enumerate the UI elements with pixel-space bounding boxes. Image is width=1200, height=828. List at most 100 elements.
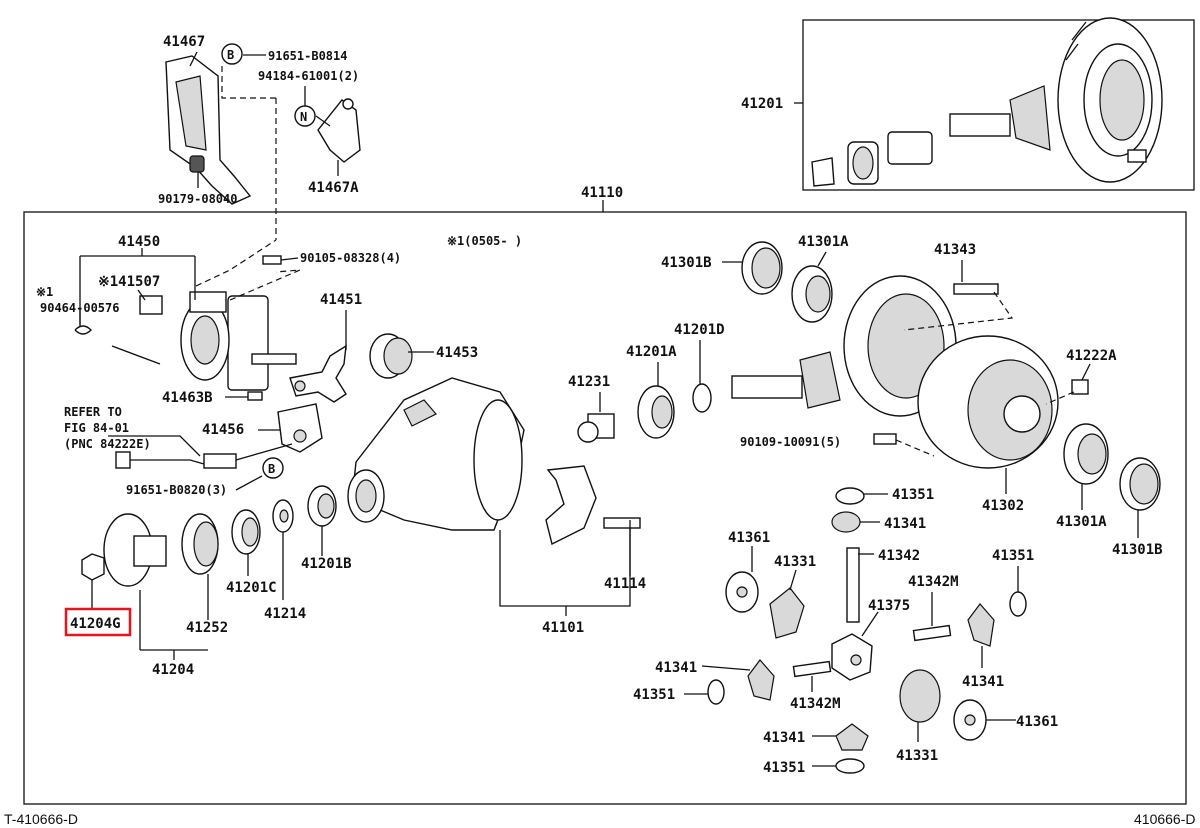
label-41101[interactable]: 41101	[542, 620, 584, 636]
label-41201c[interactable]: 41201C	[226, 580, 277, 596]
side-gear-41341-bottom[interactable]	[835, 723, 869, 751]
shaft-41342[interactable]	[846, 547, 860, 623]
washer-41351-bottom[interactable]	[835, 758, 865, 774]
label-41341-a[interactable]: 41341	[884, 516, 926, 532]
bearing-41301a-bottom[interactable]	[1063, 423, 1109, 485]
bolt-90105-08328[interactable]	[262, 255, 282, 265]
bearing-41201c[interactable]	[231, 509, 261, 555]
bearing-41301a-top[interactable]	[791, 265, 833, 323]
washer-41201d[interactable]	[692, 383, 712, 413]
spacer-41214[interactable]	[272, 499, 294, 533]
bearing-cap-41114[interactable]	[545, 465, 641, 546]
label-91651-b0814[interactable]: 91651-B0814	[268, 49, 347, 63]
label-41231[interactable]: 41231	[568, 374, 610, 390]
label-41361-a[interactable]: 41361	[728, 530, 770, 546]
label-41467a[interactable]: 41467A	[308, 180, 359, 196]
label-41351-d[interactable]: 41351	[763, 760, 805, 776]
label-41343[interactable]: 41343	[934, 242, 976, 258]
label-41463b[interactable]: 41463B	[162, 390, 213, 406]
svg-text:B: B	[268, 462, 275, 476]
label-91651-b0820[interactable]: 91651-B0820(3)	[126, 483, 227, 497]
pin-41342m-lower[interactable]	[792, 660, 832, 678]
label-41331-a[interactable]: 41331	[774, 554, 816, 570]
carrier-41101[interactable]	[347, 377, 525, 531]
label-41351-c[interactable]: 41351	[633, 687, 675, 703]
label-41201b[interactable]: 41201B	[301, 556, 352, 572]
label-41301a-bottom[interactable]: 41301A	[1056, 514, 1107, 530]
label-41375[interactable]: 41375	[868, 598, 910, 614]
washer-41351-top[interactable]	[835, 487, 865, 505]
label-41222a[interactable]: 41222A	[1066, 348, 1117, 364]
bearing-41201b[interactable]	[307, 485, 337, 527]
side-gear-41341-left[interactable]	[747, 659, 775, 701]
side-gear-41341-top[interactable]	[831, 511, 861, 533]
label-90179-08040[interactable]: 90179-08040	[158, 192, 237, 206]
label-41201a[interactable]: 41201A	[626, 344, 677, 360]
nut-41204g[interactable]	[81, 553, 105, 581]
label-41301b-top[interactable]: 41301B	[661, 255, 712, 271]
label-41331-b[interactable]: 41331	[896, 748, 938, 764]
washer-41361-left[interactable]	[725, 571, 759, 613]
bolt-41222a[interactable]	[1071, 379, 1089, 395]
label-41301b-bottom[interactable]: 41301B	[1112, 542, 1163, 558]
label-41204[interactable]: 41204	[152, 662, 194, 678]
bracket-41467[interactable]	[165, 55, 252, 205]
label-41467[interactable]: 41467	[163, 34, 205, 50]
diff-case-41302[interactable]	[917, 335, 1059, 469]
label-41450[interactable]: 41450	[118, 234, 160, 250]
label-41302[interactable]: 41302	[982, 498, 1024, 514]
pin-41342m-upper[interactable]	[912, 624, 952, 642]
block-41375[interactable]	[831, 633, 873, 681]
bolt-41463b[interactable]	[247, 391, 263, 401]
bolt-90109-10091[interactable]	[873, 433, 897, 445]
nut-90179-08040[interactable]	[189, 155, 205, 173]
label-41351-a[interactable]: 41351	[892, 487, 934, 503]
clip-90464-00576[interactable]	[74, 325, 92, 335]
seal-41252[interactable]	[181, 513, 219, 575]
label-90105-08328[interactable]: 90105-08328(4)	[300, 251, 401, 265]
label-41252[interactable]: 41252	[186, 620, 228, 636]
label-41341-c[interactable]: 41341	[962, 674, 1004, 690]
bolt-41343[interactable]	[953, 283, 999, 295]
bearing-41201a[interactable]	[637, 385, 675, 439]
washer-41351-right[interactable]	[1009, 591, 1027, 617]
label-41201[interactable]: 41201	[741, 96, 783, 112]
seal-41301b-bottom[interactable]	[1119, 457, 1161, 511]
sensor-connector[interactable]	[115, 451, 237, 469]
flange-41204[interactable]	[103, 513, 167, 587]
label-90109-10091[interactable]: 90109-10091(5)	[740, 435, 841, 449]
label-41453[interactable]: 41453	[436, 345, 478, 361]
side-gear-41341-right[interactable]	[967, 603, 995, 647]
label-141507[interactable]: ※141507	[98, 274, 160, 290]
fork-41451[interactable]	[289, 344, 347, 403]
label-41456[interactable]: 41456	[202, 422, 244, 438]
label-41110[interactable]: 41110	[581, 185, 623, 201]
label-41351-b[interactable]: 41351	[992, 548, 1034, 564]
plate-41456[interactable]	[277, 403, 323, 453]
label-41214[interactable]: 41214	[264, 606, 306, 622]
label-41114[interactable]: 41114	[604, 576, 646, 592]
label-41342m-b[interactable]: 41342M	[790, 696, 841, 712]
label-94184-61001[interactable]: 94184-61001(2)	[258, 69, 359, 83]
label-41201d[interactable]: 41201D	[674, 322, 725, 338]
drive-pinion[interactable]	[731, 351, 841, 409]
label-41342[interactable]: 41342	[878, 548, 920, 564]
ring-pinion-set-41201[interactable]	[811, 17, 1163, 187]
label-41342m-a[interactable]: 41342M	[908, 574, 959, 590]
pinion-gear-41331-bottom[interactable]	[899, 669, 941, 723]
label-41301a-top[interactable]: 41301A	[798, 234, 849, 250]
label-41204g[interactable]: 41204G	[70, 616, 121, 632]
sleeve-41453[interactable]	[369, 333, 413, 379]
washer-41351-left[interactable]	[707, 679, 725, 705]
spacer-41231[interactable]	[577, 413, 615, 443]
assembly-41450[interactable]	[111, 291, 297, 391]
pinion-gear-41331-left[interactable]	[769, 587, 805, 639]
clip-41467a[interactable]	[317, 98, 361, 163]
label-90464-00576[interactable]: 90464-00576	[40, 301, 119, 315]
label-41361-b[interactable]: 41361	[1016, 714, 1058, 730]
seal-41301b-top[interactable]	[741, 241, 783, 295]
label-41341-d[interactable]: 41341	[763, 730, 805, 746]
washer-41361-right[interactable]	[953, 699, 987, 741]
label-41341-b[interactable]: 41341	[655, 660, 697, 676]
label-41451[interactable]: 41451	[320, 292, 362, 308]
